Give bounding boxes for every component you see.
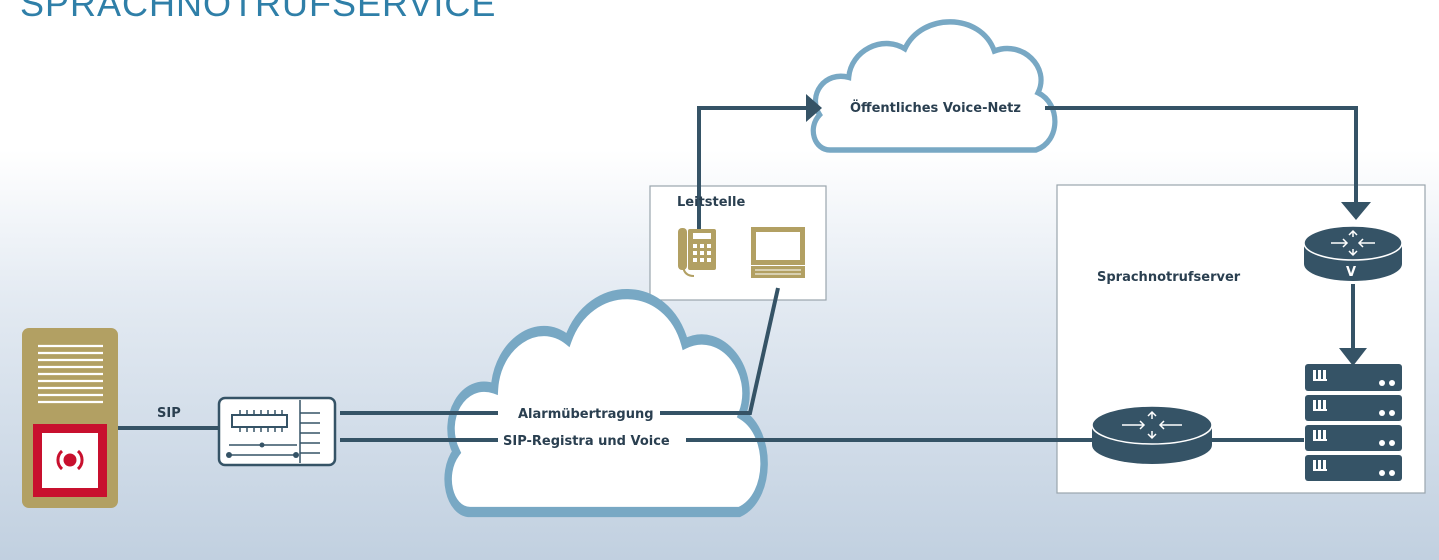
public-voice-network-cloud bbox=[813, 22, 1055, 150]
gateway-device-icon bbox=[217, 396, 337, 467]
internet-cloud bbox=[448, 294, 764, 512]
voice-router-icon bbox=[1303, 225, 1403, 281]
arrow-to-router bbox=[1341, 202, 1371, 220]
arrow-to-server bbox=[1339, 348, 1367, 366]
public-net-to-router-line bbox=[1045, 106, 1358, 202]
emergency-button-icon bbox=[63, 453, 77, 467]
emergency-call-terminal bbox=[22, 328, 118, 508]
alarm-line-right bbox=[660, 287, 780, 415]
control-center-label: Leitstelle bbox=[677, 195, 745, 210]
router-icon bbox=[1091, 405, 1213, 464]
server-label: Sprachnotrufserver bbox=[1097, 270, 1241, 285]
page-title: SPRACHNOTRUFSERVICE bbox=[20, 0, 497, 24]
phone-icon bbox=[678, 228, 716, 277]
sip-label: SIP bbox=[157, 406, 181, 421]
sip-registrar-voice-label: SIP-Registra und Voice bbox=[503, 434, 670, 449]
public-voice-network-label: Öffentliches Voice-Netz bbox=[850, 100, 1021, 116]
router-v-label: V bbox=[1346, 265, 1356, 280]
control-to-public-net-line bbox=[697, 106, 806, 230]
computer-icon bbox=[751, 227, 805, 278]
arrow-to-public-net bbox=[806, 94, 822, 122]
alarm-transmission-label: Alarmübertragung bbox=[518, 407, 654, 422]
server-stack-icon bbox=[1305, 364, 1402, 481]
